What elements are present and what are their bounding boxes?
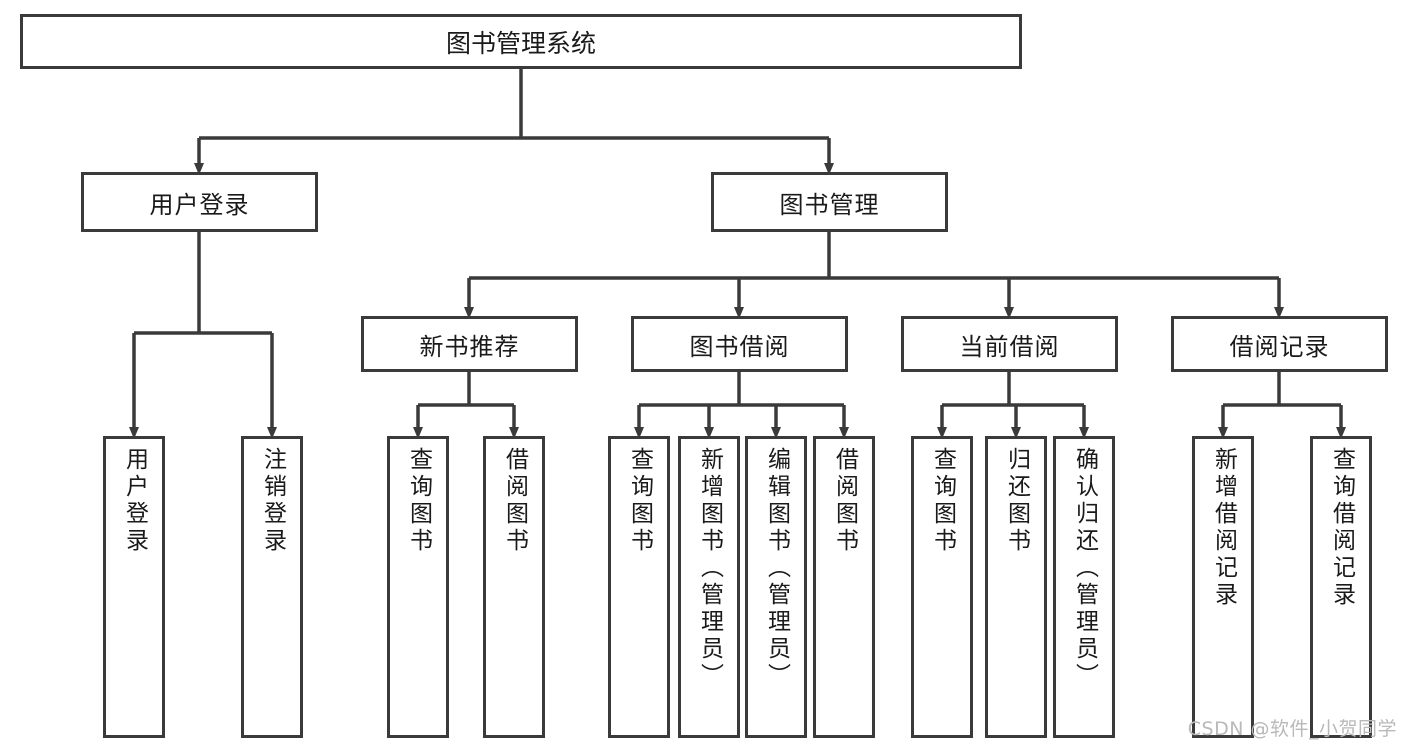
leaf-borrow-book-rec[interactable]: 借阅图书: [483, 436, 545, 738]
leaf-borrow-book-label: 借阅图书: [831, 447, 858, 555]
node-root-system[interactable]: 图书管理系统: [20, 14, 1022, 69]
csdn-watermark: CSDN @软件_小贺同学: [1187, 718, 1397, 740]
leaf-confirm-return-admin[interactable]: 确认归还（管理员）: [1053, 436, 1115, 738]
leaf-add-book-admin-label: 新增图书（管理员）: [696, 447, 723, 690]
leaf-logout-label: 注销登录: [259, 447, 286, 555]
node-book-management-label: 图书管理: [779, 190, 880, 219]
leaf-edit-book-admin-label: 编辑图书（管理员）: [763, 447, 790, 690]
leaf-query-borrow-record[interactable]: 查询借阅记录: [1310, 436, 1372, 738]
leaf-return-book[interactable]: 归还图书: [985, 436, 1047, 738]
leaf-return-book-label: 归还图书: [1003, 447, 1030, 555]
node-current-borrow-label: 当前借阅: [959, 332, 1060, 361]
leaf-logout[interactable]: 注销登录: [241, 436, 303, 738]
leaf-query-book-rec[interactable]: 查询图书: [387, 436, 449, 738]
leaf-borrow-book[interactable]: 借阅图书: [813, 436, 875, 738]
leaf-add-book-admin[interactable]: 新增图书（管理员）: [678, 436, 740, 738]
leaf-query-book-borrow[interactable]: 查询图书: [608, 436, 670, 738]
node-borrow-record[interactable]: 借阅记录: [1171, 316, 1388, 372]
node-book-borrow[interactable]: 图书借阅: [631, 316, 848, 372]
node-book-management[interactable]: 图书管理: [711, 172, 948, 232]
node-new-book-recommend-label: 新书推荐: [419, 332, 520, 361]
leaf-add-borrow-record-label: 新增借阅记录: [1210, 447, 1237, 609]
node-new-book-recommend[interactable]: 新书推荐: [361, 316, 578, 372]
leaf-query-book-rec-label: 查询图书: [405, 447, 432, 555]
leaf-query-book-borrow-label: 查询图书: [626, 447, 653, 555]
node-current-borrow[interactable]: 当前借阅: [901, 316, 1118, 372]
leaf-add-borrow-record[interactable]: 新增借阅记录: [1192, 436, 1254, 738]
leaf-edit-book-admin[interactable]: 编辑图书（管理员）: [745, 436, 807, 738]
node-user-login[interactable]: 用户登录: [81, 172, 318, 232]
leaf-query-book-current-label: 查询图书: [929, 447, 956, 555]
node-user-login-label: 用户登录: [149, 190, 250, 219]
leaf-user-login[interactable]: 用户登录: [103, 436, 165, 738]
leaf-borrow-book-rec-label: 借阅图书: [501, 447, 528, 555]
node-borrow-record-label: 借阅记录: [1229, 332, 1330, 361]
leaf-query-borrow-record-label: 查询借阅记录: [1328, 447, 1355, 609]
node-root-system-label: 图书管理系统: [445, 28, 596, 58]
leaf-query-book-current[interactable]: 查询图书: [911, 436, 973, 738]
node-book-borrow-label: 图书借阅: [689, 332, 790, 361]
leaf-user-login-label: 用户登录: [121, 447, 148, 555]
leaf-confirm-return-admin-label: 确认归还（管理员）: [1071, 447, 1098, 690]
